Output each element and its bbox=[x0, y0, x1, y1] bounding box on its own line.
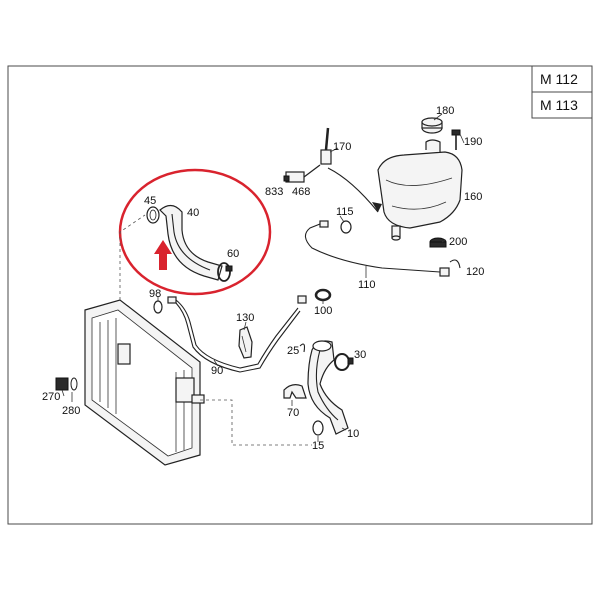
hose-seal-ring[interactable] bbox=[146, 206, 160, 224]
expansion-tank[interactable] bbox=[377, 139, 463, 241]
part-number[interactable]: 190 bbox=[464, 136, 482, 148]
tank-cap[interactable] bbox=[421, 117, 443, 134]
leader-lines bbox=[61, 113, 465, 442]
seal-ring[interactable] bbox=[312, 420, 324, 436]
part-number[interactable]: 15 bbox=[312, 440, 324, 452]
part-number[interactable]: 60 bbox=[227, 248, 239, 260]
bolt[interactable] bbox=[451, 129, 461, 150]
drain-plug[interactable] bbox=[55, 377, 78, 391]
rubber-mount[interactable] bbox=[429, 237, 447, 248]
sensor-cable[interactable] bbox=[304, 220, 450, 277]
part-number[interactable]: 120 bbox=[466, 266, 484, 278]
part-number[interactable]: 180 bbox=[436, 105, 454, 117]
cable-clip[interactable] bbox=[449, 259, 461, 269]
sensor-connector[interactable] bbox=[283, 164, 321, 183]
hose-clip[interactable] bbox=[314, 288, 332, 302]
part-number[interactable]: 833 bbox=[265, 186, 283, 198]
upper-radiator-hose[interactable] bbox=[159, 204, 223, 281]
part-number[interactable]: 30 bbox=[354, 349, 366, 361]
part-number[interactable]: 90 bbox=[211, 365, 223, 377]
part-number[interactable]: 25 bbox=[287, 345, 299, 357]
part-number[interactable]: 110 bbox=[358, 279, 376, 291]
model-code-box: M 112 M 113 bbox=[531, 65, 593, 119]
part-number[interactable]: 468 bbox=[292, 186, 310, 198]
model-code-label: M 112 bbox=[540, 71, 578, 87]
bracket[interactable] bbox=[238, 326, 253, 359]
lower-radiator-hose[interactable] bbox=[307, 340, 349, 435]
temperature-sensor[interactable] bbox=[320, 127, 332, 165]
part-number[interactable]: 280 bbox=[62, 405, 80, 417]
seal-ring[interactable] bbox=[153, 300, 163, 314]
part-number[interactable]: 270 bbox=[42, 391, 60, 403]
part-number[interactable]: 170 bbox=[333, 141, 351, 153]
part-number[interactable]: 200 bbox=[449, 236, 467, 248]
bleed-line[interactable] bbox=[167, 295, 307, 373]
part-number[interactable]: 40 bbox=[187, 207, 199, 219]
part-number[interactable]: 160 bbox=[464, 191, 482, 203]
leader-line bbox=[327, 167, 379, 213]
diagram-frame bbox=[7, 65, 593, 525]
part-number[interactable]: 45 bbox=[144, 195, 156, 207]
highlight-ring bbox=[118, 168, 272, 296]
up-arrow-icon bbox=[154, 240, 172, 270]
hose-clamp[interactable] bbox=[334, 353, 354, 371]
seal-ring[interactable] bbox=[340, 220, 352, 234]
part-number[interactable]: 115 bbox=[336, 206, 354, 218]
radiator[interactable] bbox=[84, 299, 205, 466]
part-number[interactable]: 100 bbox=[314, 305, 332, 317]
part-number[interactable]: 98 bbox=[149, 288, 161, 300]
part-number-labels: 10 15 25 30 40 45 60 70 90 98 100 110 11… bbox=[42, 105, 484, 452]
part-number[interactable]: 10 bbox=[347, 428, 359, 440]
spring-clip[interactable] bbox=[299, 343, 306, 353]
retaining-clip[interactable] bbox=[283, 384, 307, 399]
part-number[interactable]: 130 bbox=[236, 312, 254, 324]
model-code-label: M 113 bbox=[540, 97, 578, 113]
hose-clamp[interactable] bbox=[217, 262, 233, 282]
part-number[interactable]: 70 bbox=[287, 407, 299, 419]
